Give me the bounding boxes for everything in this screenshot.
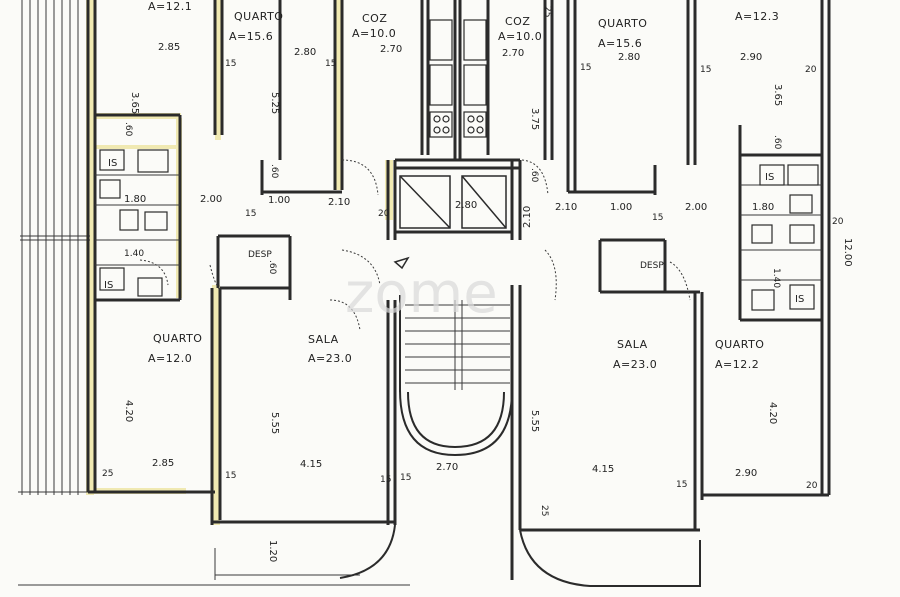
dim-2-70-coz-l: 2.70 (380, 44, 402, 55)
dim-15-g: 15 (400, 473, 411, 483)
quarto-sw-area: A=12.0 (148, 352, 192, 365)
dim-20-b: 20 (832, 217, 844, 227)
coz-right-name: COZ (505, 15, 530, 28)
dim-2-80-stair: 2.80 (455, 200, 477, 211)
sala-right-name: SALA (617, 338, 648, 351)
quarto-se-area: A=12.2 (715, 358, 759, 371)
dim-20-c: 20 (805, 65, 817, 75)
quarto-nr-name: QUARTO (598, 17, 647, 30)
kitchen-fixtures (429, 19, 487, 138)
entry-arrow (393, 256, 410, 270)
dim-2-80-ql: 2.80 (294, 47, 316, 58)
dim-3-75: 3.75 (529, 108, 540, 130)
sala-left-name: SALA (308, 333, 339, 346)
dim-12-00: 12.00 (842, 238, 853, 267)
dim-20-d: 20 (806, 481, 818, 491)
dim-4-20-l: 4.20 (123, 400, 134, 422)
dim-20-a: 20 (378, 209, 390, 219)
coz-left-area: A=10.0 (352, 27, 396, 40)
is-label-2: IS (104, 280, 113, 291)
dim-60-c: .60 (529, 168, 539, 183)
dim-25-b: 25 (539, 505, 549, 516)
quarto-sw-name: QUARTO (153, 332, 202, 345)
dim-4-15-r: 4.15 (592, 464, 614, 475)
dim-2-00-l: 2.00 (200, 194, 222, 205)
dim-60-e: .60 (267, 260, 277, 275)
dim-15-a: 15 (225, 59, 236, 69)
dim-2-10-r: 2.10 (555, 202, 577, 213)
dim-25-c: 25 (542, 6, 552, 17)
walls (86, 0, 831, 580)
dim-1-80-l: 1.80 (124, 194, 146, 205)
quarto-nl-area: A=15.6 (229, 30, 273, 43)
dim-15-e: 15 (225, 471, 236, 481)
dim-2-70-bot: 2.70 (436, 462, 458, 473)
quarto-nr-area: A=15.6 (598, 37, 642, 50)
door-swings (139, 159, 691, 331)
is-label-3: IS (765, 172, 774, 183)
sala-right-area: A=23.0 (613, 358, 657, 371)
bathroom-fixtures (99, 149, 819, 311)
left-balcony-railing (18, 0, 92, 495)
ne-room-area: A=12.3 (735, 10, 779, 23)
quarto-nl-name: QUARTO (234, 10, 283, 23)
dim-1-40-r: 1.40 (771, 268, 781, 288)
dim-3-65-r: 3.65 (772, 84, 783, 106)
desp-label-right: DESP (640, 261, 664, 271)
dim-5-25: 5.25 (269, 92, 280, 114)
dim-2-70-coz-r: 2.70 (502, 48, 524, 59)
dim-2-80-qr: 2.80 (618, 52, 640, 63)
dim-1-20: 1.20 (267, 540, 278, 562)
dim-5-55-l: 5.55 (269, 412, 280, 434)
dim-5-55-r: 5.55 (529, 410, 540, 432)
dim-4-15-l: 4.15 (300, 459, 322, 470)
dim-4-20-r: 4.20 (767, 402, 778, 424)
dim-2-85-bot: 2.85 (152, 458, 174, 469)
balcony-curves (339, 524, 701, 587)
dim-60-a: .60 (123, 122, 133, 137)
dim-15-b: 15 (325, 59, 336, 69)
coz-left-name: COZ (362, 12, 387, 25)
nw-room-area: A=12.1 (148, 0, 192, 13)
coz-right-area: A=10.0 (498, 30, 542, 43)
is-label-1: IS (108, 158, 117, 169)
dim-60-b: .60 (269, 164, 279, 179)
quarto-se-name: QUARTO (715, 338, 764, 351)
dim-15-h: 15 (676, 480, 687, 490)
dim-1-40-l: 1.40 (124, 249, 144, 259)
dim-2-85-top: 2.85 (158, 42, 180, 53)
dim-15-j: 15 (245, 209, 256, 219)
elevators (399, 175, 507, 229)
dim-60-d: .60 (772, 135, 782, 150)
dim-2-90-bot: 2.90 (735, 468, 757, 479)
watermark: zome (345, 261, 498, 326)
dim-1-00-r: 1.00 (610, 202, 632, 213)
thin-lines (18, 174, 822, 586)
dim-3-65: 3.65 (129, 92, 140, 114)
sala-left-area: A=23.0 (308, 352, 352, 365)
stairwell (399, 295, 513, 457)
dim-1-80-r: 1.80 (752, 202, 774, 213)
dim-2-90-top: 2.90 (740, 52, 762, 63)
dim-2-10-l: 2.10 (328, 197, 350, 208)
dim-15-f: 15 (380, 475, 391, 485)
dim-15-c: 15 (580, 63, 591, 73)
is-label-4: IS (795, 294, 804, 305)
stair-treads (405, 300, 510, 390)
dim-15-i: 15 (652, 213, 663, 223)
dim-2-00-r: 2.00 (685, 202, 707, 213)
dim-25-a: 25 (102, 469, 113, 479)
dim-15-d: 15 (700, 65, 711, 75)
dim-1-00-l: 1.00 (268, 195, 290, 206)
dim-2-10-v: 2.10 (522, 206, 533, 228)
desp-label-left: DESP (248, 250, 272, 260)
